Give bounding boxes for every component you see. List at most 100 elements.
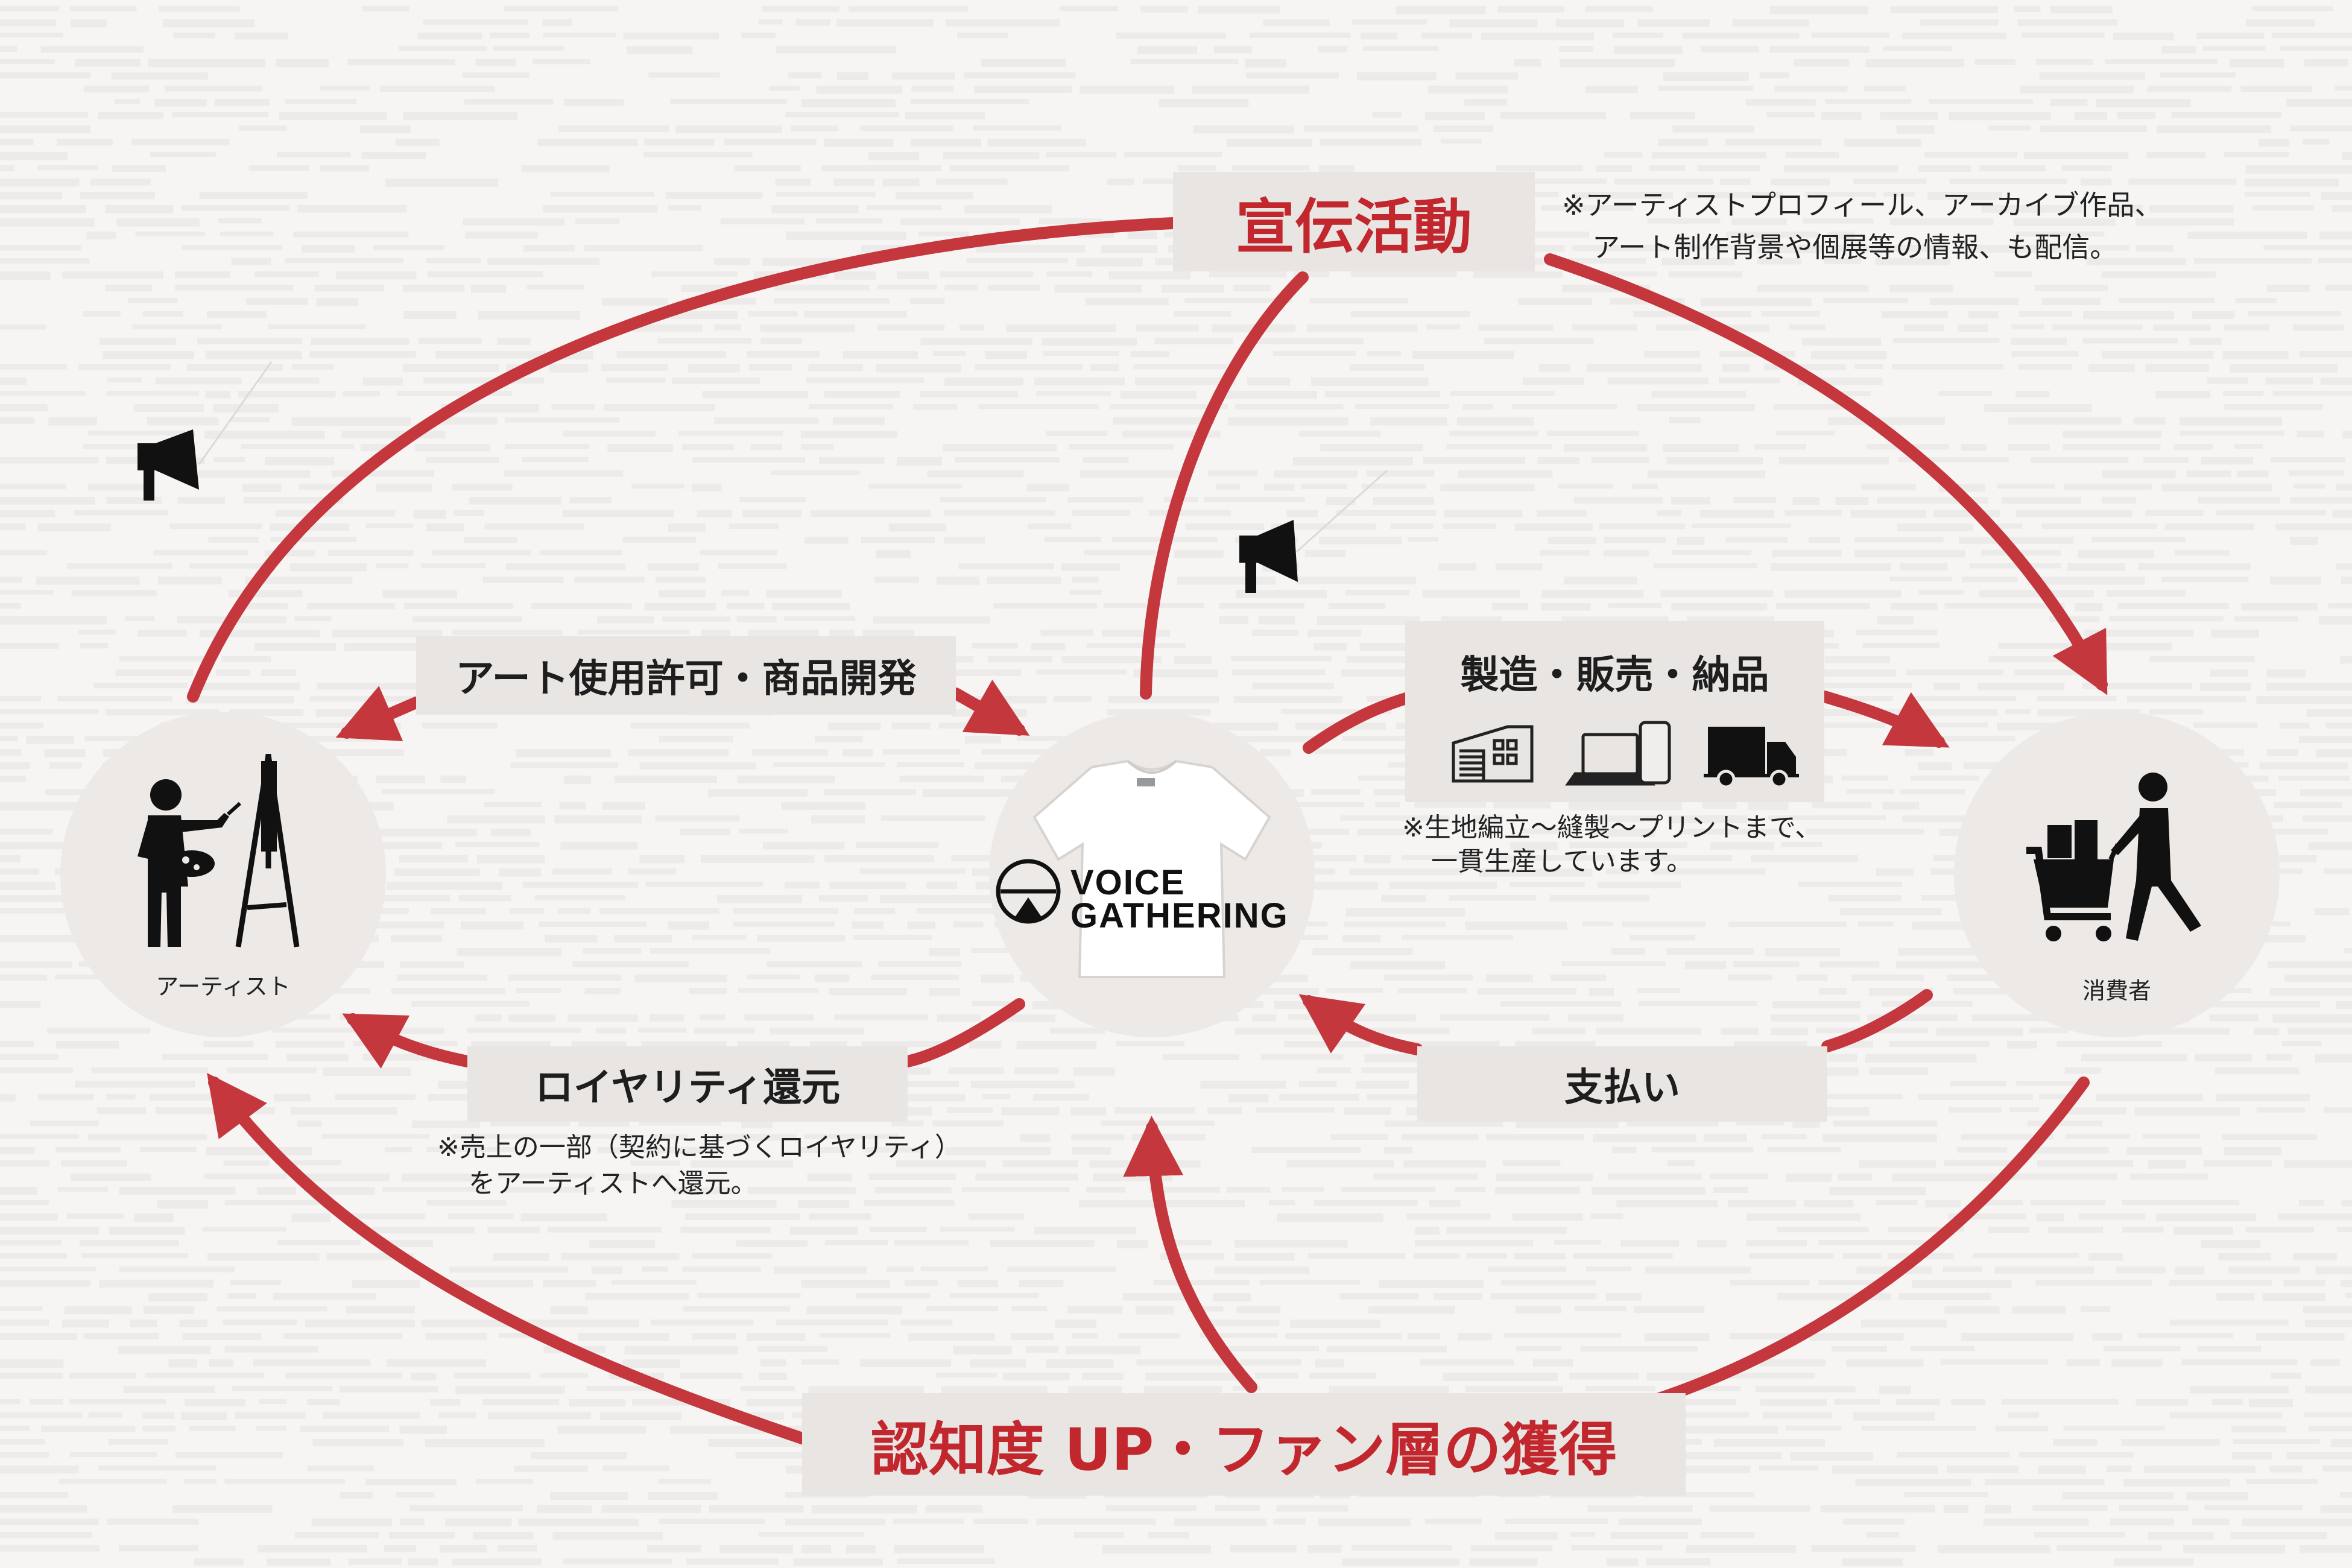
bg-texture-stripe <box>2272 1014 2352 1023</box>
bg-texture-stripe <box>1842 1558 1903 1566</box>
bg-texture-stripe <box>651 271 738 277</box>
bg-texture-stripe <box>189 1426 236 1431</box>
bg-texture-stripe <box>834 271 876 280</box>
bg-texture-stripe <box>2104 1346 2181 1351</box>
bg-texture-stripe <box>624 1346 739 1355</box>
bg-texture-stripe <box>1820 1505 1935 1513</box>
bg-texture-stripe <box>2173 444 2213 450</box>
bg-texture-stripe <box>1832 1465 1938 1474</box>
bg-texture-stripe <box>1642 1492 1754 1497</box>
bg-texture-stripe <box>516 749 612 757</box>
bg-texture-stripe <box>601 1505 701 1513</box>
bg-texture-stripe <box>426 1147 517 1152</box>
bg-texture-stripe <box>551 404 595 410</box>
bg-texture-stripe <box>624 324 703 332</box>
bg-texture-stripe <box>855 1293 931 1299</box>
bg-texture-stripe <box>1759 1359 1826 1367</box>
bg-texture-stripe <box>1612 33 1664 38</box>
bg-texture-stripe <box>539 550 622 555</box>
bg-texture-stripe <box>1943 1505 1968 1514</box>
bg-texture-stripe <box>106 497 162 504</box>
bg-texture-stripe <box>305 1320 415 1327</box>
bg-texture-stripe <box>248 165 309 171</box>
bg-texture-stripe <box>147 417 219 426</box>
bg-texture-stripe <box>902 1094 966 1102</box>
bg-texture-stripe <box>1481 33 1594 40</box>
bg-texture-stripe <box>91 1067 208 1073</box>
bg-texture-stripe <box>301 245 355 253</box>
bg-texture-stripe <box>1889 577 1952 582</box>
bg-texture-stripe <box>0 523 26 530</box>
bg-texture-stripe <box>267 1558 331 1566</box>
bg-texture-stripe <box>882 749 960 755</box>
bg-texture-stripe <box>936 1373 997 1378</box>
bg-texture-stripe <box>1234 404 1344 409</box>
bg-texture-stripe <box>893 1519 964 1524</box>
bg-texture-stripe <box>819 457 885 464</box>
bg-texture-stripe <box>1792 683 1913 689</box>
bg-texture-stripe <box>0 46 17 52</box>
bg-texture-stripe <box>911 139 982 147</box>
bg-texture-stripe <box>2169 1412 2282 1418</box>
bg-texture-stripe <box>1655 324 1700 331</box>
bg-texture-stripe <box>1500 1280 1596 1286</box>
bg-texture-stripe <box>1606 1558 1639 1566</box>
bg-texture-stripe <box>563 1558 672 1564</box>
bg-texture-stripe <box>966 258 1068 264</box>
bg-texture-stripe <box>1443 1373 1558 1381</box>
bg-texture-stripe <box>697 510 733 518</box>
bg-texture-stripe <box>1985 1505 2011 1514</box>
bg-texture-stripe <box>90 179 151 186</box>
bg-texture-stripe <box>265 457 335 466</box>
bg-texture-stripe <box>982 1094 1011 1099</box>
bg-texture-stripe <box>578 1121 630 1127</box>
bg-texture-stripe <box>2290 125 2352 131</box>
bg-texture-stripe <box>2308 1426 2352 1432</box>
manufacture-arrow-end <box>1818 691 1950 748</box>
bg-texture-stripe <box>112 165 166 172</box>
bg-texture-stripe <box>403 112 517 121</box>
bg-texture-stripe <box>84 736 142 741</box>
bg-texture-stripe <box>531 1452 627 1459</box>
bg-texture-stripe <box>2179 417 2283 426</box>
bg-texture-stripe <box>1713 1439 1826 1447</box>
bg-texture-stripe <box>1997 484 2055 489</box>
bg-texture-stripe <box>1071 1134 1125 1140</box>
bg-texture-stripe <box>1516 1121 1619 1128</box>
bg-texture-stripe <box>1080 86 1175 94</box>
bg-texture-stripe <box>2319 232 2352 239</box>
bg-texture-stripe <box>680 1227 771 1233</box>
bg-texture-stripe <box>1219 603 1305 609</box>
bg-texture-stripe <box>1010 1333 1054 1341</box>
bg-texture-stripe <box>668 311 738 320</box>
bg-texture-stripe <box>1789 324 1826 330</box>
bg-texture-stripe <box>408 1558 438 1566</box>
bg-texture-stripe <box>563 431 656 437</box>
bg-texture-stripe <box>1859 1160 1936 1168</box>
bg-texture-stripe <box>1303 125 1418 132</box>
bg-texture-stripe <box>650 1134 688 1140</box>
bg-texture-stripe <box>602 802 645 810</box>
bg-texture-stripe <box>988 656 1052 663</box>
bg-texture-stripe <box>1809 1333 1904 1341</box>
bg-texture-stripe <box>2201 1001 2321 1008</box>
bg-texture-stripe <box>936 577 980 585</box>
bg-texture-stripe <box>774 298 890 304</box>
bg-texture-stripe <box>1728 922 1847 928</box>
bg-texture-stripe <box>78 630 116 635</box>
bg-texture-stripe <box>139 1147 197 1152</box>
bg-texture-stripe <box>602 1465 670 1472</box>
bg-texture-stripe <box>1122 1293 1197 1301</box>
bg-texture-stripe <box>2201 457 2254 465</box>
bg-texture-stripe <box>800 1147 851 1154</box>
bg-texture-stripe <box>2310 1359 2341 1366</box>
bg-texture-stripe <box>1769 46 1870 53</box>
bg-texture-stripe <box>69 6 137 11</box>
bg-texture-stripe <box>784 616 855 622</box>
bg-texture-stripe <box>177 497 226 504</box>
bg-texture-stripe <box>1947 1465 2018 1473</box>
bg-texture-stripe <box>1414 1240 1534 1247</box>
bg-texture-stripe <box>709 1505 804 1513</box>
bg-texture-stripe <box>2063 431 2161 438</box>
bg-texture-stripe <box>1446 444 1552 450</box>
